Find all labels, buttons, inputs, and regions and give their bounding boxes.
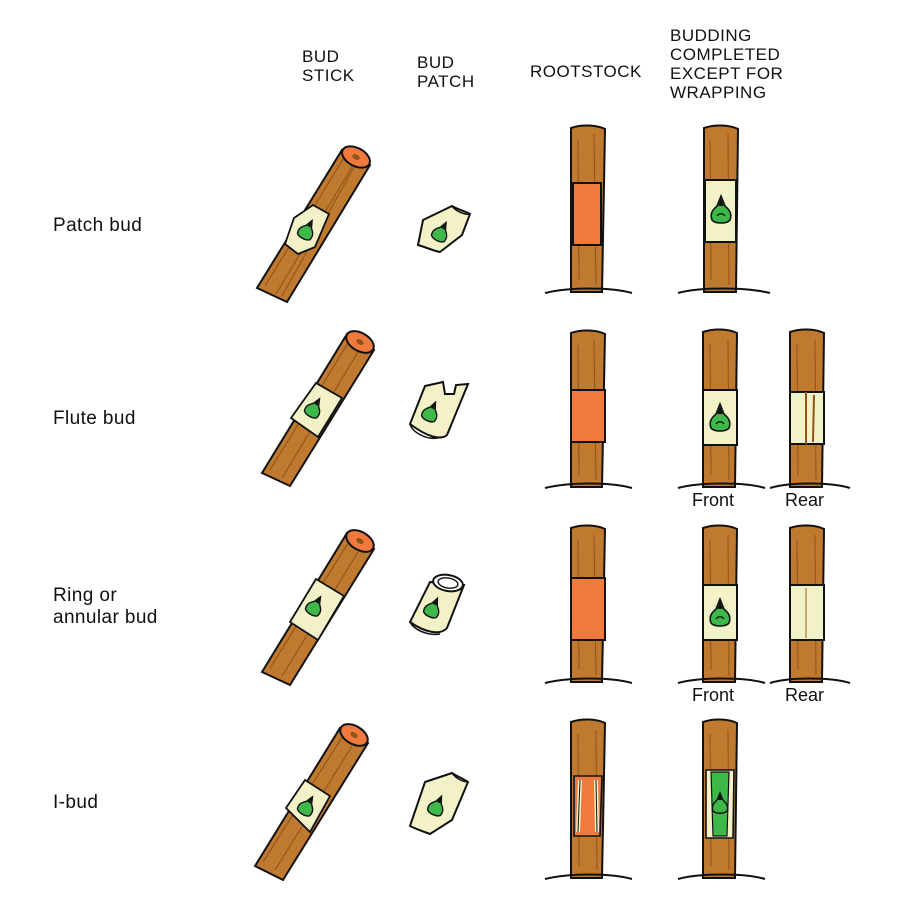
patch-bud-bud-stick [255, 145, 372, 304]
flute-bud-bud-patch [408, 380, 470, 440]
row-label-line: Ring or [53, 585, 118, 606]
col-heading-line: ROOTSTOCK [530, 62, 642, 81]
row-label-ring-bud: Ring or annular bud [53, 585, 158, 629]
i-bud-rootstock [544, 718, 633, 880]
col-heading-line: BUD [302, 47, 340, 66]
row-label-line: annular bud [53, 607, 158, 628]
col-heading-line: BUDDING [670, 26, 752, 45]
row-label-line: I-bud [53, 792, 99, 813]
flute-bud-completed-front [677, 328, 766, 489]
patch-bud-completed [677, 124, 771, 294]
patch-bud-bud-patch [416, 204, 472, 254]
ring-bud-rootstock [544, 524, 633, 684]
col-heading-completed: BUDDING COMPLETED EXCEPT FOR WRAPPING [670, 26, 783, 102]
i-bud-bud-patch [408, 771, 470, 836]
rear-label-flute: Rear [785, 490, 825, 510]
i-bud-bud-stick [253, 723, 370, 882]
row-label-patch-bud: Patch bud [53, 215, 142, 237]
i-bud-completed [677, 718, 766, 880]
patch-bud-rootstock [544, 124, 633, 294]
ring-bud-completed-rear [769, 524, 851, 684]
row-label-i-bud: I-bud [53, 792, 98, 814]
flute-bud-bud-stick [260, 330, 376, 488]
row-label-line: Flute bud [53, 408, 136, 429]
col-heading-rootstock: ROOTSTOCK [530, 62, 642, 81]
ring-bud-bud-stick [260, 529, 376, 687]
col-heading-line: WRAPPING [670, 83, 767, 102]
col-heading-bud-patch: BUD PATCH [417, 53, 475, 91]
col-heading-bud-stick: BUD STICK [302, 47, 355, 85]
flute-bud-completed-rear [769, 328, 851, 489]
row-label-line: Patch bud [53, 215, 143, 236]
ring-bud-completed-front [677, 524, 766, 684]
rear-label-ring: Rear [785, 685, 825, 705]
front-label-flute: Front [692, 490, 735, 510]
col-heading-line: EXCEPT FOR [670, 64, 784, 83]
flute-bud-rootstock [544, 329, 633, 489]
col-heading-line: COMPLETED [670, 45, 781, 64]
col-heading-line: PATCH [417, 72, 475, 91]
col-heading-line: BUD [417, 53, 455, 72]
front-label-ring: Front [692, 685, 735, 705]
ring-bud-bud-patch [408, 573, 466, 636]
col-heading-line: STICK [302, 66, 355, 85]
row-label-flute-bud: Flute bud [53, 408, 136, 430]
